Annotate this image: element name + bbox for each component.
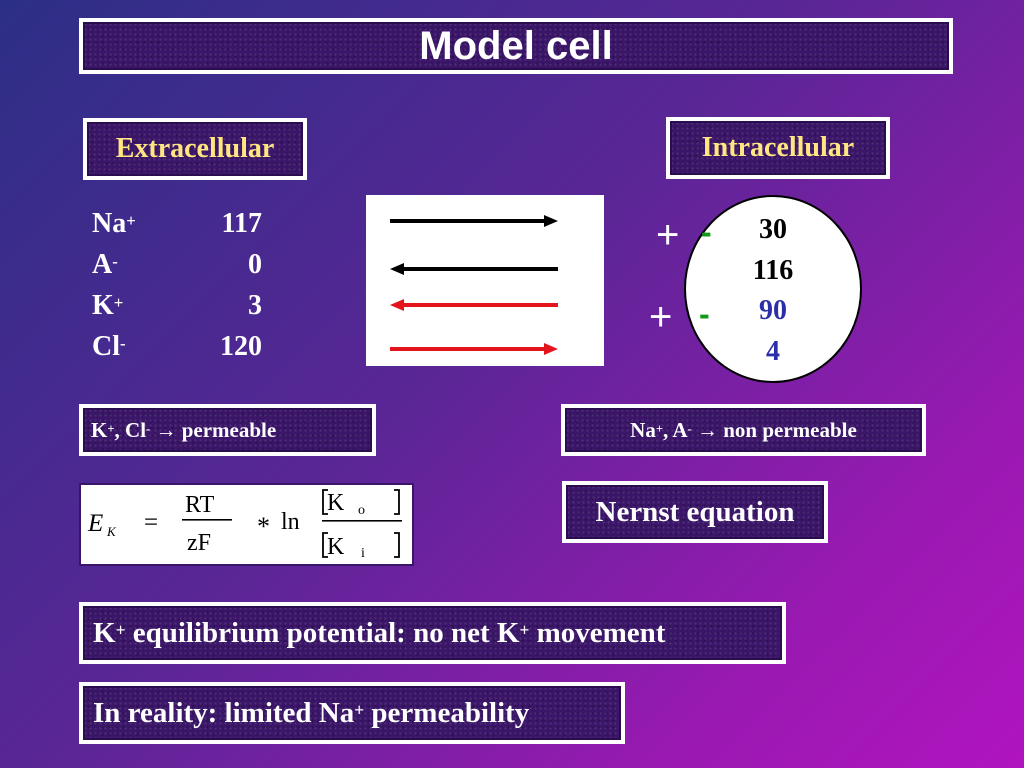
ion-concentration: 3	[248, 290, 262, 321]
formula-denominator: zF	[187, 530, 211, 556]
formula-top-k: K	[327, 490, 345, 516]
formula-ln: ln	[281, 509, 300, 535]
nernst-equation-label: Nernst equation	[562, 481, 828, 543]
formula-bottom-k: K	[327, 534, 345, 560]
intracellular-value: 90	[759, 295, 787, 326]
reality-statement: In reality: limited Na+ permeability	[79, 682, 625, 744]
plus-sign: +	[649, 295, 673, 339]
right-arrow-icon: →	[697, 418, 718, 442]
formula-bottom-subscript: i	[361, 546, 365, 561]
intracellular-label: Intracellular	[666, 117, 890, 179]
formula-brackets	[322, 489, 400, 558]
formula-equals: =	[144, 509, 158, 536]
ion-row-a: A- 0	[92, 249, 262, 290]
formula-operator: *	[257, 512, 270, 541]
flux-arrow-right	[390, 343, 558, 355]
permeable-label: K+, Cl- → permeable	[79, 404, 376, 456]
cell-circle: 30 116 90 4	[684, 195, 862, 383]
flux-arrow-left	[390, 263, 558, 275]
flux-arrows-panel	[366, 195, 604, 366]
ion-row-cl: Cl- 120	[92, 331, 262, 372]
ion-name: Cl-	[92, 331, 126, 362]
page-title: Model cell	[79, 18, 953, 74]
flux-arrow-left	[390, 299, 558, 311]
ion-row-k: K+ 3	[92, 290, 262, 331]
formula-numerator: RT	[185, 492, 215, 518]
right-arrow-icon: →	[155, 418, 177, 442]
intracellular-value: 116	[752, 255, 794, 286]
ion-name: K+	[92, 290, 124, 321]
intracellular-value: 4	[766, 336, 780, 367]
fraction-bar	[182, 519, 232, 521]
flux-arrows	[390, 215, 558, 355]
formula-lhs: E	[87, 510, 103, 537]
k-equilibrium-statement: K+ equilibrium potential: no net K+ move…	[79, 602, 786, 664]
fraction-bar	[322, 520, 402, 522]
ion-concentration: 120	[220, 331, 262, 362]
extracellular-ion-table: Na+ 117 A- 0 K+ 3 Cl- 120	[92, 208, 262, 372]
minus-sign: -	[699, 296, 710, 332]
flux-arrow-right	[390, 215, 558, 227]
non-permeable-label: Na+, A- → non permeable	[561, 404, 926, 456]
ion-concentration: 117	[221, 208, 262, 239]
ion-name: Na+	[92, 208, 136, 239]
ion-row-na: Na+ 117	[92, 208, 262, 249]
intracellular-value: 30	[759, 214, 787, 245]
nernst-formula: E K = RT zF * ln K o K i	[79, 483, 414, 566]
ion-name: A-	[92, 249, 118, 280]
formula-lhs-subscript: K	[106, 524, 117, 539]
formula-graphic: E K = RT zF * ln K o K i	[87, 489, 402, 561]
extracellular-label: Extracellular	[83, 118, 307, 180]
plus-sign: +	[656, 213, 680, 257]
formula-top-subscript: o	[358, 503, 365, 518]
minus-sign: -	[701, 214, 712, 250]
ion-concentration: 0	[248, 249, 262, 280]
